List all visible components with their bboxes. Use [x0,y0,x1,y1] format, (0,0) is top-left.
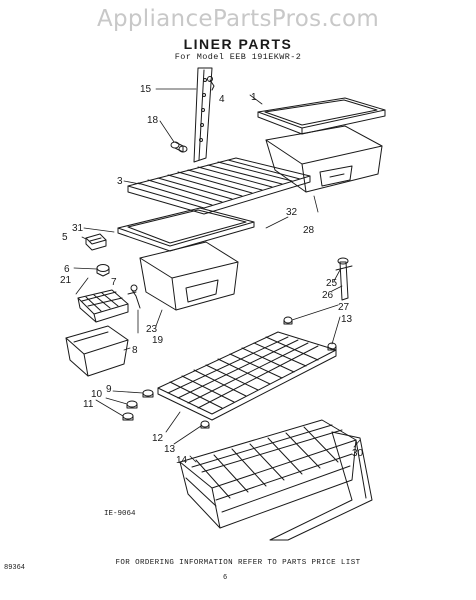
model-subtitle: For Model EEB 191EKWR-2 [174,52,302,62]
diagram-code: IE-9064 [104,510,136,518]
page-title: LINER PARTS [183,36,293,52]
callout-13-upper: 13 [341,314,353,325]
callout-12: 12 [152,433,164,444]
part-30-basket-rail [269,431,373,541]
part-32-glass-shelf [117,207,255,252]
watermark-text: AppliancePartsPros.com [96,6,380,32]
part-14-wire-basket [179,419,357,529]
part-18-spacer [170,141,188,153]
callout-9: 9 [106,384,112,395]
part-1-glass-shelf [257,97,386,135]
callout-18: 18 [147,115,159,126]
part-7-ice-tray [77,289,129,323]
part-25-support-post [335,257,353,301]
callout-10: 10 [91,389,103,400]
callout-14: 14 [176,455,188,466]
callout-5: 5 [62,232,68,243]
callout-15: 15 [140,84,152,95]
callout-25: 25 [326,278,338,289]
page-number: 6 [223,574,228,582]
part-15-shelf-rail [193,67,213,163]
part-4-screw [207,76,215,91]
part-23-support [127,284,141,309]
callout-4: 4 [219,94,225,105]
part-9-fastener [122,389,154,421]
callout-13-lower: 13 [164,444,176,455]
part-3-wire-shelf [127,157,311,215]
callout-7: 7 [111,277,117,288]
ordering-info-footer: FOR ORDERING INFORMATION REFER TO PARTS … [115,559,361,567]
part-28-crisper-pan [265,125,383,193]
callout-28: 28 [303,225,315,236]
part-8-ice-bin [65,325,129,377]
callout-8: 8 [132,345,138,356]
callout-23: 23 [146,324,158,335]
callout-30: 30 [352,448,364,459]
callout-6: 6 [64,264,70,275]
part-12-wire-shelf [157,331,337,421]
part-5-shelf-bracket [85,233,107,251]
callout-3: 3 [117,176,123,187]
callout-26: 26 [322,290,334,301]
callout-21: 21 [60,275,72,286]
callout-27: 27 [338,302,350,313]
callout-11: 11 [83,399,94,410]
part-19-drawer [139,241,239,311]
callout-31: 31 [72,223,84,234]
leader-lines [73,88,361,463]
bottom-left-code: 89364 [4,564,26,572]
callout-19: 19 [152,335,164,346]
callout-1: 1 [251,92,257,103]
callout-32: 32 [286,207,298,218]
part-6-cap [96,264,110,277]
